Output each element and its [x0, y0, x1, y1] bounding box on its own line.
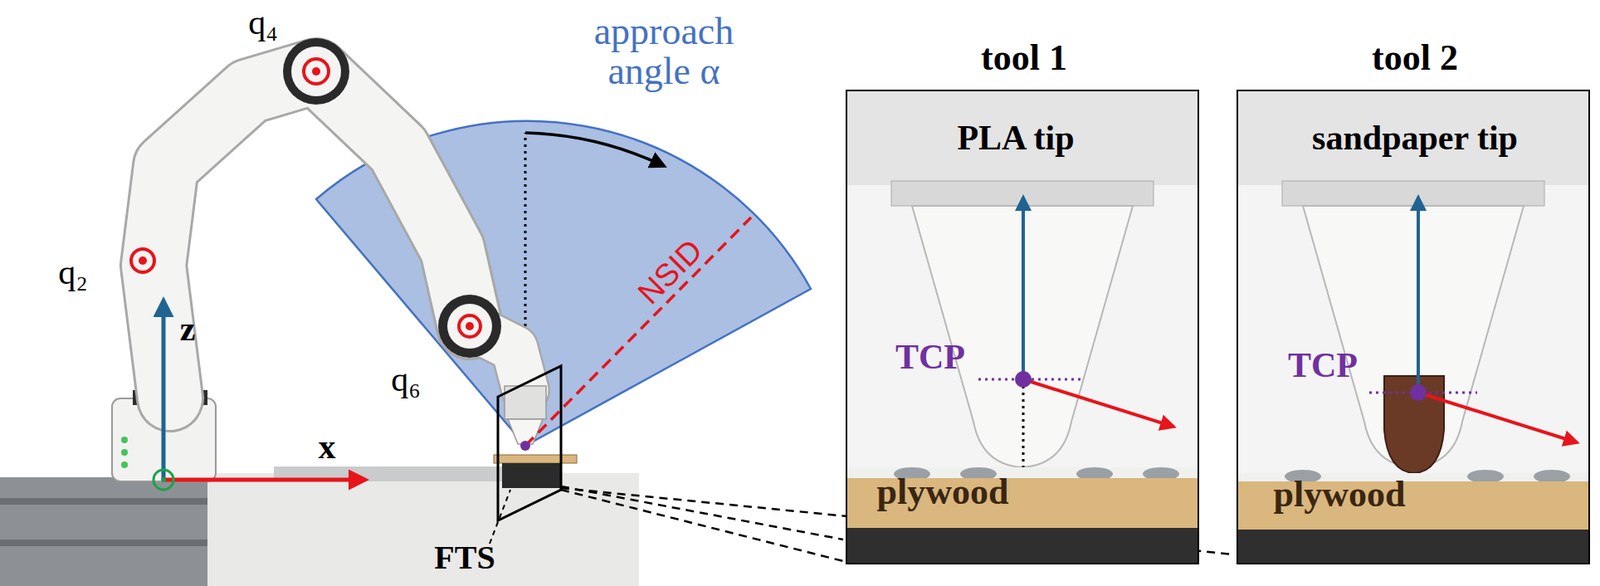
material-label: plywood	[1273, 475, 1406, 514]
tool-name: sandpaper tip	[1312, 119, 1518, 157]
angle-label: approach angle α	[560, 11, 768, 93]
aluminium-profile	[0, 477, 208, 586]
tool2-photo	[1236, 89, 1591, 565]
tool-panel: tool 1PLA tipTCPplywood	[845, 89, 1200, 565]
profile-groove	[0, 497, 208, 505]
axis-label: x	[318, 428, 337, 465]
tcp-label: TCP	[895, 338, 966, 376]
tool-name: PLA tip	[956, 119, 1074, 157]
fts-leader	[489, 489, 511, 544]
joint-label: q₂	[58, 253, 88, 291]
tool1-photo	[845, 89, 1200, 565]
z-axis	[161, 300, 166, 480]
nsid-line	[525, 217, 752, 446]
panel-heading: tool 1	[980, 39, 1068, 78]
joint-marker	[131, 58, 481, 337]
table	[207, 473, 640, 586]
panel-heading: tool 2	[1371, 39, 1459, 78]
joint-label: q₄	[248, 4, 279, 41]
angle-arrow	[525, 132, 664, 166]
axis-label: z	[180, 310, 196, 347]
force-sensor	[502, 463, 561, 488]
material-label: plywood	[877, 473, 1010, 512]
tool-panel: tool 2sandpaper tipTCPplywood	[1236, 89, 1591, 565]
sensor-label: FTS	[434, 540, 495, 576]
robot-arm	[153, 71, 526, 399]
profile-groove	[0, 539, 208, 547]
tcp-label: TCP	[1287, 346, 1358, 384]
joint-label: q₆	[390, 360, 421, 398]
nsid-label: NSID	[629, 231, 712, 313]
x-axis	[163, 478, 366, 483]
